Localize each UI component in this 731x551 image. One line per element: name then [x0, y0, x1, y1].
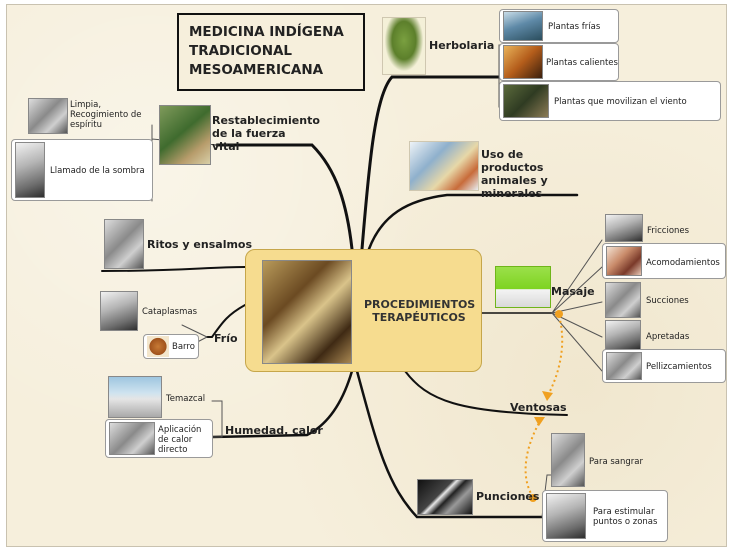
limpia-image	[28, 98, 68, 134]
branch-line-herbolaria	[360, 75, 501, 251]
title-box: MEDICINA INDÍGENA TRADICIONAL MESOAMERIC…	[177, 13, 365, 91]
plantas-frias-image	[503, 11, 543, 41]
apretadas-image	[605, 320, 641, 350]
ritos-image	[104, 219, 144, 269]
humedad-item-temazcal[interactable]: Temazcal	[105, 375, 215, 419]
calor-directo-image	[109, 422, 155, 455]
fricciones-image	[605, 214, 643, 242]
page-title: MEDICINA INDÍGENA TRADICIONAL MESOAMERIC…	[189, 24, 344, 78]
branch-line-restablecimiento	[215, 143, 354, 251]
punciones-image	[417, 479, 473, 515]
plantas-calientes-image	[503, 45, 543, 79]
branch-line-ritos	[101, 266, 246, 272]
branch-line-ventosas	[404, 370, 568, 416]
barro-image	[147, 336, 169, 357]
frio-item-barro[interactable]: Barro	[143, 334, 199, 359]
masaje-item-pellizcamientos[interactable]: Pellizcamientos	[602, 349, 726, 383]
herbolaria-image	[382, 17, 426, 75]
branch-line-frio	[206, 304, 246, 338]
branch-line-punciones	[355, 369, 544, 519]
frio-item-cataplasmas[interactable]: Cataplasmas	[97, 290, 197, 331]
restablecimiento-item-llamado[interactable]: Llamado de la sombra	[11, 139, 153, 201]
masaje-item-succiones[interactable]: Succiones	[602, 281, 726, 318]
humedad-item-calor-directo[interactable]: Aplicación de calor directo	[105, 419, 213, 458]
relation-dot-punciones	[529, 494, 537, 502]
herbolaria-label[interactable]: Herbolaria	[429, 39, 495, 52]
ventosas-label[interactable]: Ventosas	[510, 401, 567, 414]
relation-punciones-ventosas	[524, 422, 540, 498]
restablecimiento-label[interactable]: Restablecimiento de la fuerza vital	[212, 114, 320, 153]
estimular-image	[546, 493, 586, 539]
center-label: PROCEDIMIENTOS TERAPÉUTICOS	[364, 298, 476, 324]
succiones-image	[605, 282, 641, 318]
masaje-item-fricciones[interactable]: Fricciones	[602, 213, 726, 243]
punciones-item-sangrar[interactable]: Para sangrar	[548, 432, 674, 487]
productos-label[interactable]: Uso de productos animales y minerales	[481, 148, 548, 200]
sangrar-image	[551, 433, 585, 487]
herbolaria-item-plantas-frias[interactable]: Plantas frías	[499, 9, 619, 43]
punciones-label[interactable]: Punciones	[476, 490, 540, 503]
herbolaria-item-plantas-calientes[interactable]: Plantas calientes	[499, 43, 619, 81]
temazcal-image	[108, 376, 162, 418]
plantas-viento-image	[503, 84, 549, 118]
masaje-item-apretadas[interactable]: Apretadas	[602, 317, 726, 353]
relation-dot-masaje	[555, 310, 563, 318]
masaje-item-acomodamientos[interactable]: Acomodamientos	[602, 243, 726, 279]
ritos-label[interactable]: Ritos y ensalmos	[147, 238, 253, 251]
restablecimiento-item-limpia[interactable]: Limpia, Recogimiento de espíritu	[25, 97, 153, 137]
relation-masaje-ventosas	[546, 315, 564, 398]
productos-image	[409, 141, 479, 191]
branch-line-productos	[367, 193, 579, 251]
frio-label[interactable]: Frío	[214, 332, 238, 345]
acomodamientos-image	[606, 246, 642, 276]
punciones-item-estimular[interactable]: Para estimular puntos o zonas	[542, 490, 668, 542]
arrowhead-ventosas-1	[542, 391, 553, 401]
center-node[interactable]: PROCEDIMIENTOS TERAPÉUTICOS	[245, 249, 482, 372]
restablecimiento-image	[159, 105, 211, 165]
mind-map-canvas: MEDICINA INDÍGENA TRADICIONAL MESOAMERIC…	[6, 4, 727, 547]
cataplasmas-image	[100, 291, 138, 331]
herbolaria-item-plantas-viento[interactable]: Plantas que movilizan el viento	[499, 81, 721, 121]
masaje-image	[495, 266, 551, 308]
pellizcamientos-image	[606, 352, 642, 380]
branch-line-humedad	[210, 369, 354, 439]
masaje-label[interactable]: Masaje	[551, 285, 595, 298]
arrowhead-ventosas-2	[534, 417, 545, 426]
center-herbs-image	[262, 260, 352, 364]
humedad-label[interactable]: Humedad, calor	[225, 424, 323, 437]
llamado-image	[15, 142, 45, 198]
